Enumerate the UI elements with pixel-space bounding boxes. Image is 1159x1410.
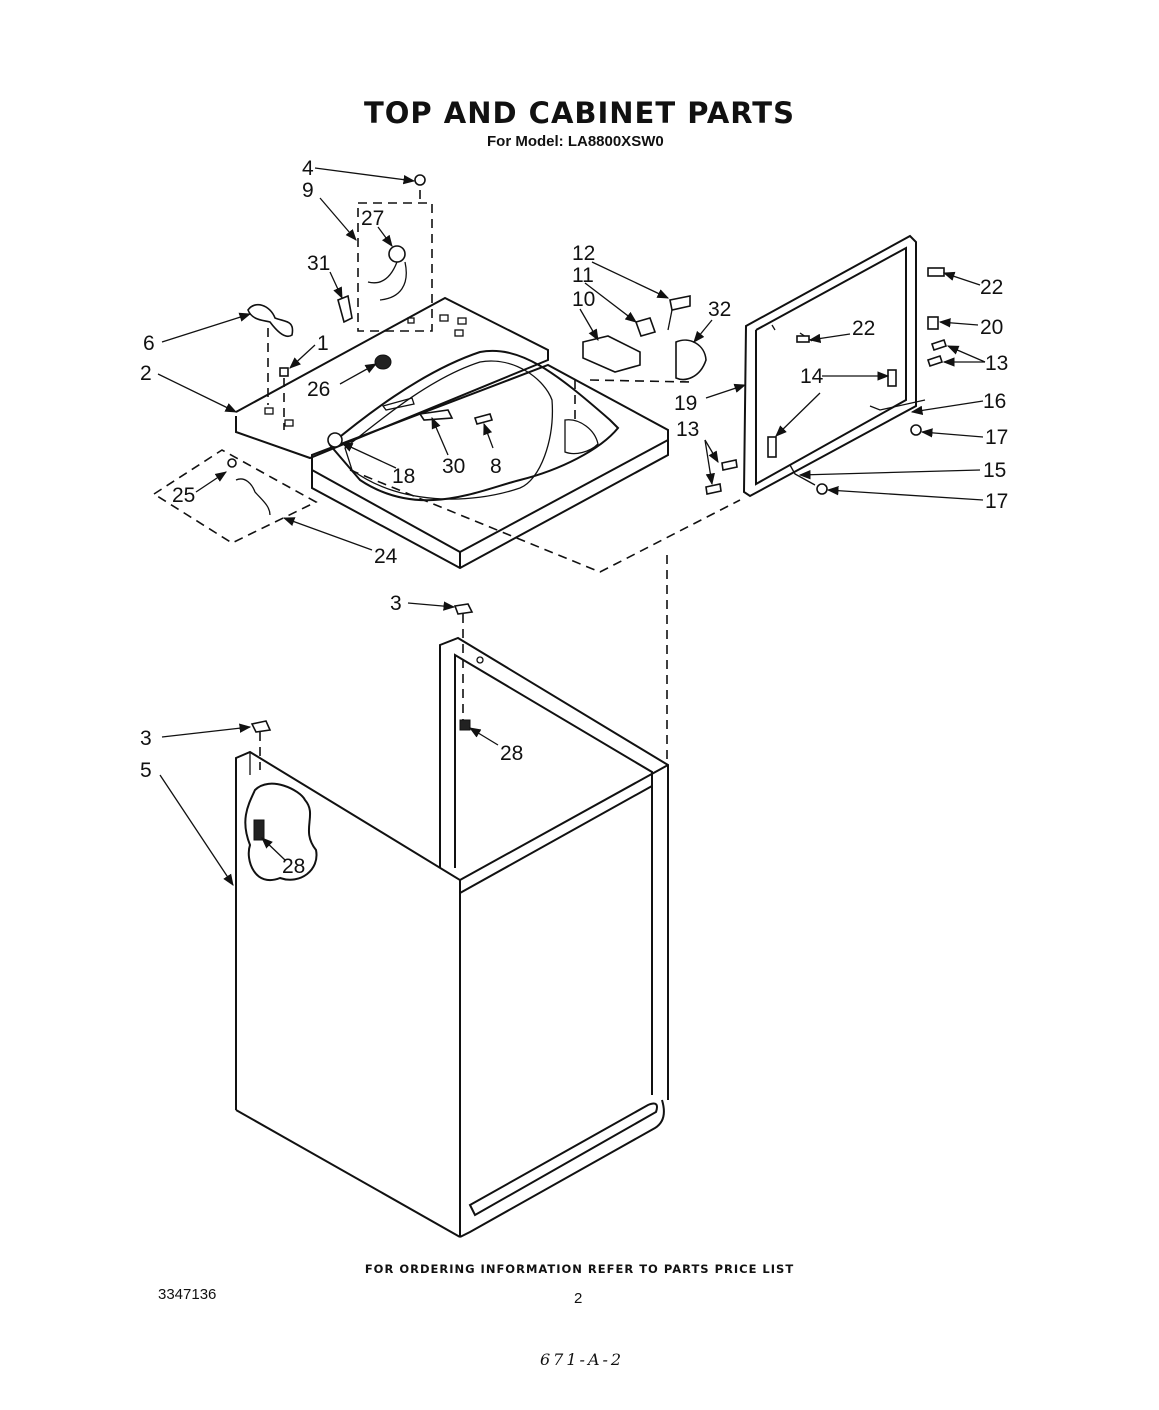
document-number: 3347136 xyxy=(158,1286,217,1303)
callout-17-b: 17 xyxy=(985,490,1008,513)
callout-19: 19 xyxy=(674,392,697,415)
model-line: For Model: LA8800XSW0 xyxy=(487,133,664,150)
callout-26: 26 xyxy=(307,378,330,401)
top-assembly xyxy=(235,296,669,570)
callout-22-a: 22 xyxy=(980,276,1003,299)
callout-3-b: 3 xyxy=(140,727,152,750)
callout-labels: 4 9 27 31 6 1 2 26 18 30 8 12 11 10 32 2… xyxy=(140,157,1008,878)
callout-9: 9 xyxy=(302,179,314,202)
callout-20: 20 xyxy=(980,316,1003,339)
callout-27: 27 xyxy=(361,207,384,230)
callout-22-b: 22 xyxy=(852,317,875,340)
callout-15: 15 xyxy=(983,459,1006,482)
page-number: 2 xyxy=(574,1290,583,1307)
callout-30: 30 xyxy=(442,455,465,478)
callout-31: 31 xyxy=(307,252,330,275)
lid-assembly xyxy=(705,234,948,498)
callout-28-b: 28 xyxy=(282,855,305,878)
callout-11: 11 xyxy=(572,264,594,287)
callout-10: 10 xyxy=(572,288,595,311)
callout-2: 2 xyxy=(140,362,152,385)
callout-4: 4 xyxy=(302,157,314,180)
callout-1: 1 xyxy=(317,332,329,355)
small-parts xyxy=(152,174,741,841)
callout-28-a: 28 xyxy=(500,742,523,765)
callout-12: 12 xyxy=(572,242,595,265)
callout-14: 14 xyxy=(800,365,824,388)
page-title: TOP AND CABINET PARTS xyxy=(364,96,795,130)
callout-18: 18 xyxy=(392,465,415,488)
callout-16: 16 xyxy=(983,390,1006,413)
cabinet xyxy=(235,636,669,1238)
callout-13-b: 13 xyxy=(676,418,699,441)
callout-13-a: 13 xyxy=(985,352,1008,375)
ordering-note: FOR ORDERING INFORMATION REFER TO PARTS … xyxy=(364,1262,795,1276)
leader-lines xyxy=(157,167,986,886)
callout-32: 32 xyxy=(708,298,731,321)
callout-8: 8 xyxy=(490,455,502,478)
callout-24: 24 xyxy=(374,545,398,568)
callout-25: 25 xyxy=(172,484,195,507)
callout-6: 6 xyxy=(143,332,155,355)
callout-5: 5 xyxy=(140,759,152,782)
callout-17-a: 17 xyxy=(985,426,1008,449)
handwritten-code: 671-A-2 xyxy=(540,1350,625,1369)
callout-3-a: 3 xyxy=(390,592,402,615)
